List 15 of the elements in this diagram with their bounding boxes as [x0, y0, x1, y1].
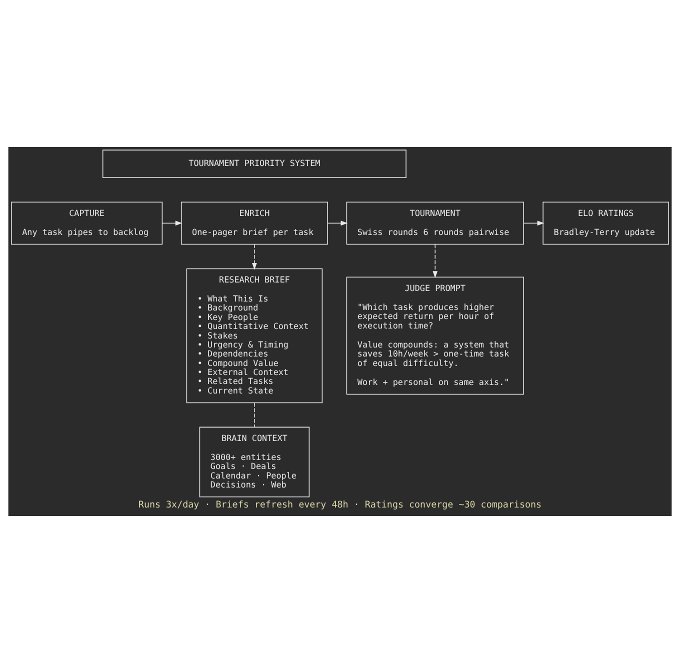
node-box: ENRICH One-pager brief per task [180, 201, 328, 244]
node-box: ELO RATINGS Bradley-Terry update [542, 201, 669, 244]
arrow [252, 243, 257, 270]
node-box: JUDGE PROMPT "Which task produces higher expected return per hour of execution time? Value compounds: a system that saves 10h/week > one-time task of equal difficulty. Work + personal on same axis." [346, 276, 524, 394]
arrow [327, 220, 348, 226]
arrow [523, 220, 544, 226]
arrow [162, 220, 182, 226]
caption: Runs 3x/day · Briefs refresh every 48h · Ratings converge ~30 comparisons [138, 498, 542, 510]
node-box: CAPTURE Any task pipes to backlog [11, 201, 163, 244]
node-box: BRAIN CONTEXT 3000+ entities Goals · Deals Calendar · People Decisions · Web [199, 426, 310, 497]
node-box: TOURNAMENT Swiss rounds 6 rounds pairwise [346, 201, 524, 244]
arrow [432, 243, 438, 278]
connector [254, 402, 255, 428]
node-box: RESEARCH BRIEF • What This Is • Background • Key People • Quantitative Context • Stakes • Urgency & Timing • Dependencies • Compound Value • External Context • Related Tasks • Current State [186, 268, 323, 403]
node-box: TOURNAMENT PRIORITY SYSTEM [102, 149, 406, 178]
